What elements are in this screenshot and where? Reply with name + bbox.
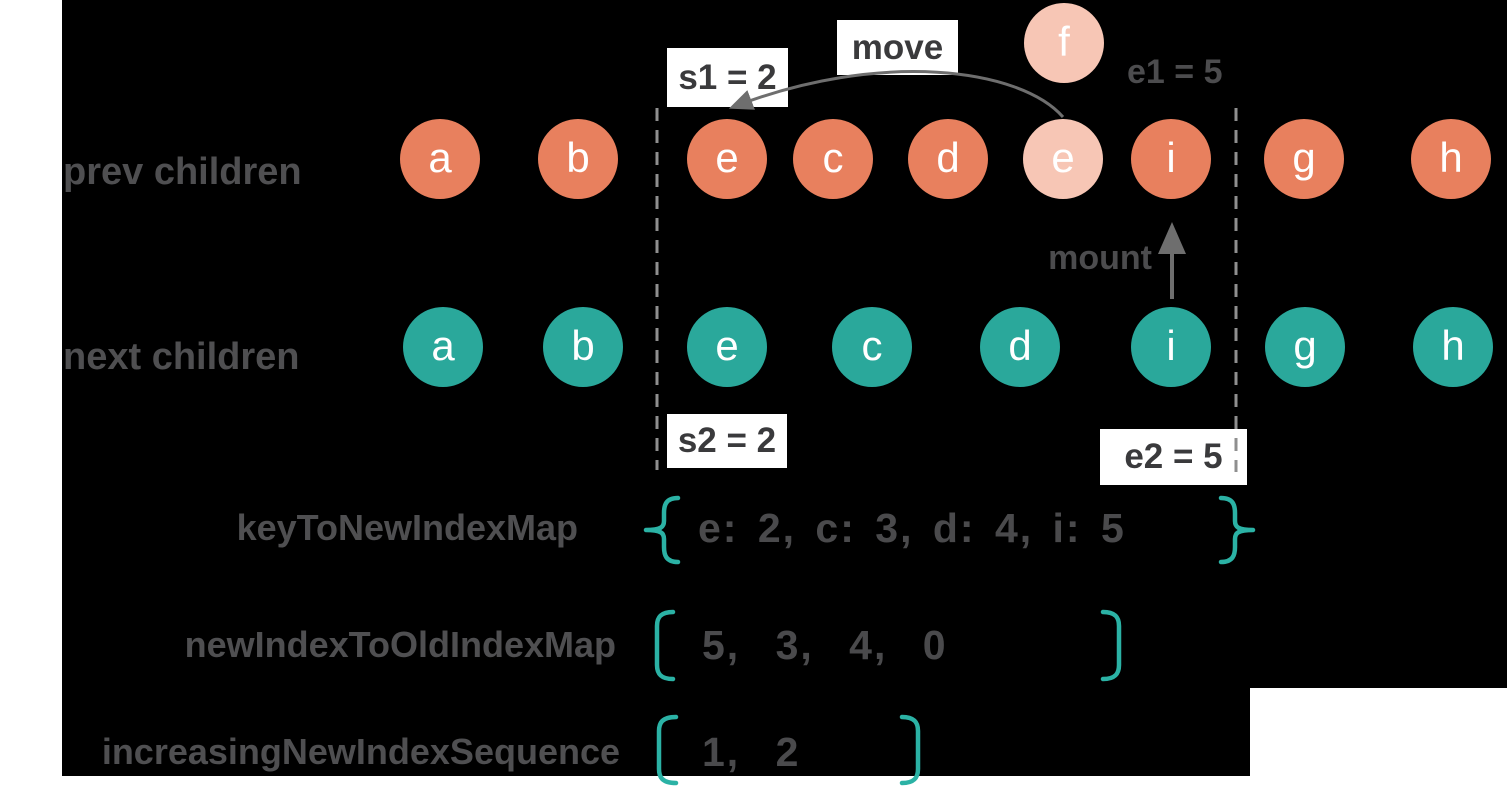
node-c: c	[793, 119, 873, 199]
s2-pointer-badge: s2 = 2	[667, 414, 787, 468]
node-d: d	[980, 307, 1060, 387]
increasing-new-index-sequence-values: 1, 2	[702, 729, 801, 775]
node-d: d	[908, 119, 988, 199]
increasing-new-index-sequence-label: increasingNewIndexSequence	[101, 731, 620, 772]
node-i: i	[1131, 119, 1211, 199]
node-g: g	[1265, 307, 1345, 387]
node-e: e	[687, 307, 767, 387]
e1-pointer-label: e1 = 5	[1127, 53, 1223, 91]
node-g: g	[1264, 119, 1344, 199]
node-a: a	[403, 307, 483, 387]
new-index-to-old-index-map-values: 5, 3, 4, 0	[702, 622, 948, 668]
node-e: e	[1023, 119, 1103, 199]
next-children-label: next children	[63, 336, 300, 378]
s1-pointer-badge: s1 = 2	[667, 48, 788, 107]
mount-action-label: mount	[1048, 239, 1152, 277]
node-b: b	[543, 307, 623, 387]
key-to-new-index-map-values: e: 2, c: 3, d: 4, i: 5	[698, 505, 1126, 551]
page-background-cutout	[1250, 688, 1507, 776]
node-c: c	[832, 307, 912, 387]
node-f-detached: f	[1024, 3, 1104, 83]
move-action-badge: move	[837, 20, 958, 75]
node-h: h	[1411, 119, 1491, 199]
node-b: b	[538, 119, 618, 199]
node-h: h	[1413, 307, 1493, 387]
new-index-to-old-index-map-label: newIndexToOldIndexMap	[184, 624, 616, 665]
key-to-new-index-map-label: keyToNewIndexMap	[236, 507, 578, 548]
prev-children-label: prev children	[63, 151, 302, 193]
node-i: i	[1131, 307, 1211, 387]
node-a: a	[400, 119, 480, 199]
node-e: e	[687, 119, 767, 199]
e2-pointer-badge: e2 = 5	[1100, 429, 1247, 485]
diagram-canvas	[62, 0, 1507, 776]
